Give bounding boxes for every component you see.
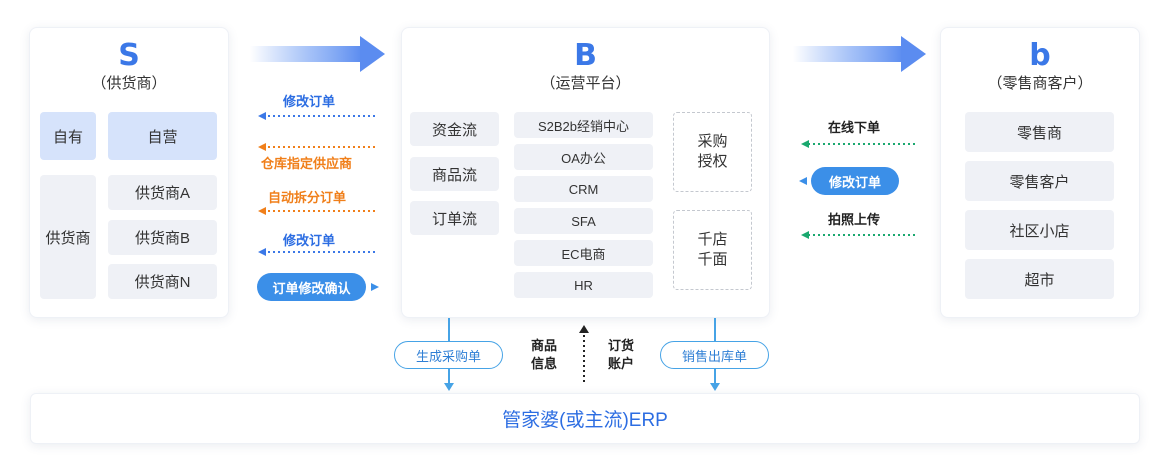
system-ec: EC电商 xyxy=(514,240,653,266)
retail-title: （零售商客户） xyxy=(987,75,1093,92)
platform-title: （运营平台） xyxy=(540,75,631,92)
system-crm: CRM xyxy=(514,176,653,202)
supplier-item-b: 供货商B xyxy=(108,220,217,255)
retail-panel: b （零售商客户） 零售商 零售客户 社区小店 超市 xyxy=(940,27,1140,318)
label-warehouse-supplier: 仓库指定供应商 xyxy=(261,156,353,171)
system-hr: HR xyxy=(514,272,653,298)
supplier-item-n: 供货商N xyxy=(108,264,217,299)
arrow-modify-order-2 xyxy=(258,248,375,256)
erp-label: 管家婆(或主流)ERP xyxy=(502,410,668,431)
modify-order-pill: 修改订单 xyxy=(811,167,899,195)
label-order-account: 订货 账户 xyxy=(607,338,634,371)
supplier-panel: S （供货商） 自有 自营 供货商 供货商A 供货商B 供货商N xyxy=(29,27,229,318)
retail-item-customer: 零售客户 xyxy=(965,161,1114,201)
capital-flow-box: 资金流 xyxy=(410,112,499,146)
procurement-auth-box: 采购 授权 xyxy=(673,112,752,192)
system-oa: OA办公 xyxy=(514,144,653,170)
erp-bar: 管家婆(或主流)ERP xyxy=(30,393,1140,444)
label-online-order: 在线下单 xyxy=(828,120,881,135)
self-operated-box: 自营 xyxy=(108,112,217,160)
label-auto-split: 自动拆分订单 xyxy=(268,190,347,205)
big-arrow-b-to-retail xyxy=(793,36,926,72)
system-s2b2b: S2B2b经销中心 xyxy=(514,112,653,138)
personalization-box: 千店 千面 xyxy=(673,210,752,290)
sales-outbound-pill: 销售出库单 xyxy=(660,341,769,369)
supplier-item-a: 供货商A xyxy=(108,175,217,210)
platform-letter: B xyxy=(574,38,597,73)
modify-order-pointer xyxy=(799,177,807,185)
platform-panel: B （运营平台） 资金流 商品流 订单流 S2B2b经销中心 OA办公 CRM … xyxy=(401,27,770,318)
retail-item-retailer: 零售商 xyxy=(965,112,1114,152)
arrow-product-account xyxy=(579,325,589,382)
confirm-pointer xyxy=(371,283,379,291)
big-arrow-s-to-b xyxy=(250,36,385,72)
retail-item-community-store: 社区小店 xyxy=(965,210,1114,250)
arrow-modify-order-1 xyxy=(258,112,375,120)
arrow-warehouse-supplier xyxy=(258,143,375,151)
order-flow-box: 订单流 xyxy=(410,201,499,235)
confirm-modify-pill: 订单修改确认 xyxy=(257,273,366,301)
product-flow-box: 商品流 xyxy=(410,157,499,191)
arrow-online-order xyxy=(801,140,915,148)
retail-letter: b xyxy=(1029,38,1051,73)
system-sfa: SFA xyxy=(514,208,653,234)
self-owned-label: 自有 xyxy=(40,112,96,160)
supplier-letter: S xyxy=(118,38,140,73)
label-modify-order-2: 修改订单 xyxy=(283,233,336,248)
supplier-title: （供货商） xyxy=(91,75,167,92)
label-photo-upload: 拍照上传 xyxy=(828,212,881,227)
arrow-photo-upload xyxy=(801,231,915,239)
label-product-info: 商品 信息 xyxy=(530,338,557,371)
arrow-auto-split xyxy=(258,207,375,215)
retail-item-supermarket: 超市 xyxy=(965,259,1114,299)
generate-po-pill: 生成采购单 xyxy=(394,341,503,369)
label-modify-order-1: 修改订单 xyxy=(283,94,336,109)
supplier-group-label: 供货商 xyxy=(40,175,96,299)
